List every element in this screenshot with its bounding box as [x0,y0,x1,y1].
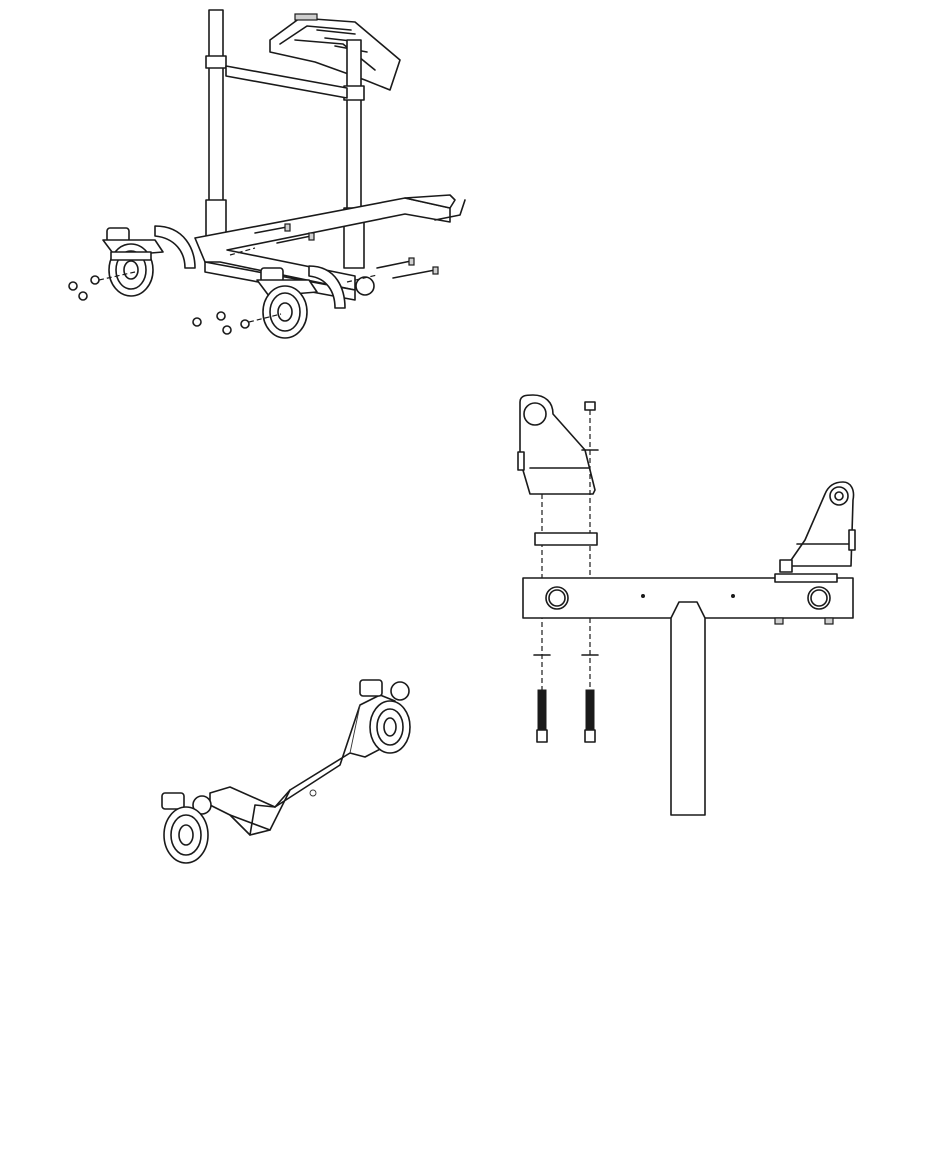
caster-base-assembly-figure [150,665,420,870]
right-post [344,40,364,268]
front-view-drawing [505,390,885,820]
left-post [206,10,226,240]
upper-crossbar [226,66,347,98]
caster-base-drawing [150,665,420,870]
front-view-caster-bracket-figure [505,390,885,820]
exploded-frame-casters-figure [55,0,470,350]
crossbar-bottom-nuts [775,618,833,624]
left-caster [103,226,195,296]
left-bolt [537,690,547,742]
right-bolt [585,690,595,742]
exploded-frame-casters-drawing [55,0,470,350]
vertical-stem [671,602,705,815]
spacer-plate [535,533,597,545]
right-swivel-bracket [780,482,855,572]
left-swivel-bracket [518,395,595,494]
top-bolt-head [585,402,595,410]
left-caster-base [162,793,211,863]
